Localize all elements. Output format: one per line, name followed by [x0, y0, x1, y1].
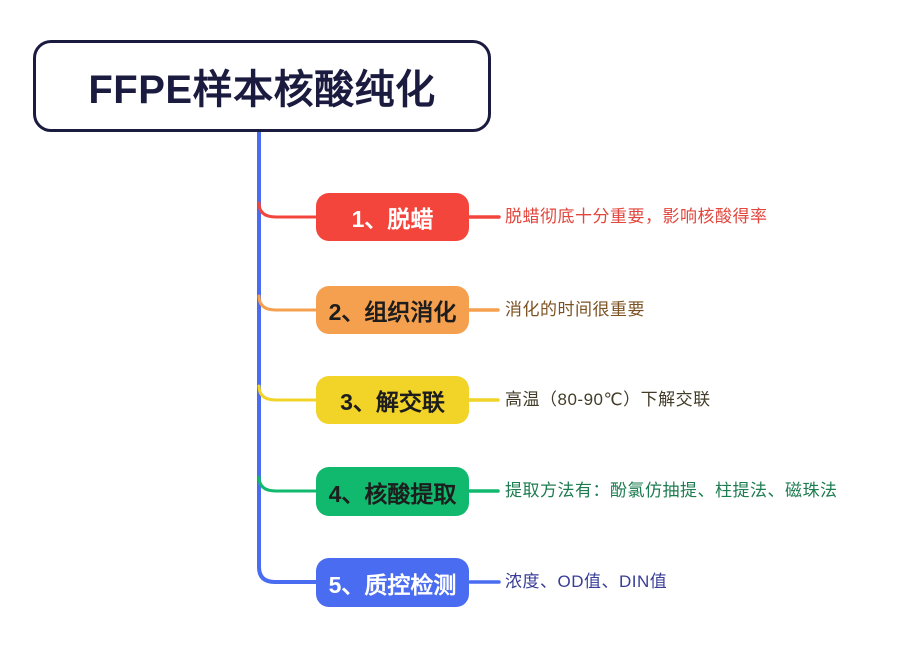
branch-node-nucleic-acid-extraction[interactable]: 4、核酸提取 — [316, 467, 469, 516]
branch-node-label: 4、核酸提取 — [328, 480, 457, 507]
branch-line-3 — [257, 384, 319, 402]
branch-line-1 — [257, 201, 318, 219]
branch-line-4 — [257, 475, 318, 493]
root-topic[interactable]: FFPE样本核酸纯化 — [33, 40, 491, 132]
branch-node-label: 2、组织消化 — [328, 299, 457, 325]
branch-node-quality-control[interactable]: 5、质控检测 — [316, 558, 469, 607]
branch-node-tissue-digestion[interactable]: 2、组织消化 — [316, 286, 469, 334]
branch-note-dewaxing[interactable]: 脱蜡彻底十分重要，影响核酸得率 — [505, 207, 768, 226]
branch-node-decrosslinking[interactable]: 3、解交联 — [316, 376, 469, 424]
root-topic-label: FFPE样本核酸纯化 — [88, 68, 436, 112]
branch-note-quality-control[interactable]: 浓度、OD值、DIN值 — [505, 572, 668, 591]
branch-note-nucleic-acid-extraction[interactable]: 提取方法有：酚氯仿抽提、柱提法、磁珠法 — [505, 481, 838, 500]
branch-note-tissue-digestion[interactable]: 消化的时间很重要 — [505, 300, 645, 319]
trunk-line — [257, 129, 318, 584]
branch-note-decrosslinking[interactable]: 高温（80-90℃）下解交联 — [505, 390, 711, 409]
branch-line-2 — [257, 294, 319, 312]
branch-node-label: 5、质控检测 — [328, 571, 457, 598]
branch-node-label: 1、脱蜡 — [351, 206, 434, 232]
branch-node-dewaxing[interactable]: 1、脱蜡 — [316, 193, 469, 241]
branch-node-label: 3、解交联 — [340, 389, 445, 415]
